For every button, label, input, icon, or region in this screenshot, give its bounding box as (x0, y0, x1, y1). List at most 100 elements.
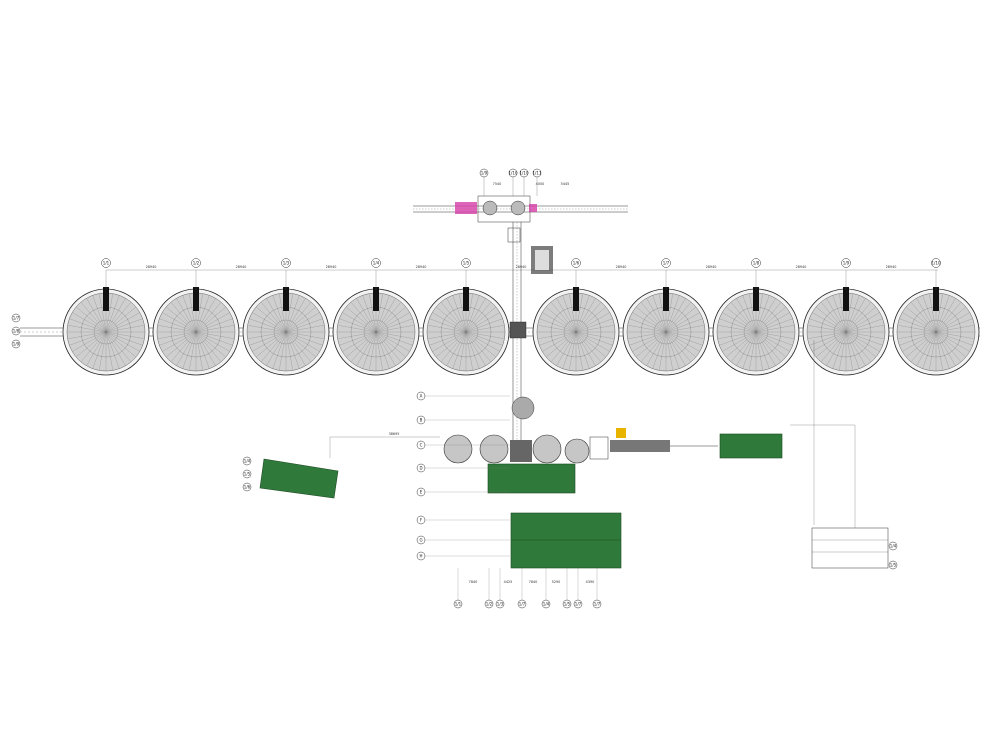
top-grid-bubble: 1/9 (479, 168, 489, 178)
silo (332, 270, 420, 376)
svg-text:1/4: 1/4 (890, 543, 897, 548)
svg-text:1/10: 1/10 (520, 170, 529, 175)
svg-text:1/5: 1/5 (463, 260, 470, 265)
top-dim-label: 7540 (493, 182, 502, 186)
svg-text:1/11: 1/11 (533, 170, 542, 175)
svg-text:1/3: 1/3 (497, 601, 504, 606)
top-grid-bubble: 1/11 (533, 168, 542, 178)
svg-text:1/9: 1/9 (13, 341, 20, 346)
left-building-dim-text: 38695 (389, 432, 400, 436)
top-grid-bubble: 1/10 (509, 168, 518, 178)
vertical-grid-bubble: H (416, 551, 426, 561)
svg-text:1/10: 1/10 (509, 170, 518, 175)
bottom-grid-bubble: 1/7 (573, 599, 583, 609)
svg-text:1/8: 1/8 (13, 328, 20, 333)
svg-text:1/2: 1/2 (193, 260, 200, 265)
top-grid-bubble: 1/10 (520, 168, 529, 178)
silo-grid-bubble: 1/8 (751, 258, 761, 268)
silo (802, 270, 890, 376)
round-tanks (443, 434, 590, 464)
svg-text:1/7: 1/7 (519, 601, 526, 606)
svg-text:1/4: 1/4 (373, 260, 380, 265)
right-building-bubble: 1/5 (888, 560, 898, 570)
svg-text:1/1: 1/1 (455, 601, 462, 606)
vertical-conveyor (509, 222, 535, 445)
left-grid-bubble: 1/8 (11, 326, 21, 336)
svg-text:1/6: 1/6 (573, 260, 580, 265)
svg-text:1/7: 1/7 (575, 601, 582, 606)
bottom-grid-bubble: 1/4 (541, 599, 551, 609)
svg-text:1/7: 1/7 (13, 315, 20, 320)
silo (152, 270, 240, 376)
vertical-grid-bubble: G (416, 535, 426, 545)
bottom-grid-bubble: 1/2 (484, 599, 494, 609)
silo-grid-bubble: 1/7 (661, 258, 671, 268)
side-building-labels: 1/41/51/6 (242, 456, 252, 492)
svg-text:F: F (420, 517, 423, 522)
silo (62, 270, 150, 376)
top-dim-label: 4000 (536, 182, 545, 186)
left-grid-bubble: 1/9 (11, 339, 21, 349)
svg-text:D: D (419, 465, 422, 470)
rail-receiving-area (413, 195, 628, 274)
silo (422, 270, 510, 376)
silo-grid-bubble: 1/4 (371, 258, 381, 268)
right-building-labels: 1/4 1/5 (888, 541, 898, 570)
svg-text:1/9: 1/9 (843, 260, 850, 265)
vertical-grid-bubble: A (416, 391, 426, 401)
silo-grid-bubble: 1/6 (571, 258, 581, 268)
silo-grid-bubble: 1/10 (931, 258, 941, 268)
svg-text:G: G (419, 537, 422, 542)
silo-spacing-label: 28940 (616, 265, 627, 269)
vertical-grid-labels: A B C D E F G H (416, 391, 510, 561)
bottom-dim-label: 7840 (529, 580, 538, 584)
bottom-grid-bubble: 1/3 (495, 599, 505, 609)
vertical-grid-bubble: B (416, 415, 426, 425)
silo-grid-bubble: 1/1 (101, 258, 111, 268)
silo-grid-labels: 1/1 1/2 1/3 1/4 1/5 1/6 1/7 1/8 1/9 1/10 (101, 258, 941, 268)
side-building-bubble: 1/6 (242, 482, 252, 492)
building-left (259, 458, 339, 499)
top-dimensions: 7540 4000 5445 (493, 182, 570, 186)
bottom-dim-label: 7840 (469, 580, 478, 584)
svg-text:H: H (419, 553, 422, 558)
svg-text:1/8: 1/8 (753, 260, 760, 265)
silo (712, 270, 800, 376)
silo (892, 270, 980, 376)
magenta-unloading-pit (455, 202, 477, 214)
vertical-grid-bubble: C (416, 440, 426, 450)
silo-spacing-label: 28940 (326, 265, 337, 269)
silo-grid-bubble: 1/2 (191, 258, 201, 268)
bottom-grid-bubble: 1/7 (592, 599, 602, 609)
svg-text:A: A (420, 393, 423, 398)
bottom-dim-label: 4425 (504, 580, 513, 584)
svg-text:1/3: 1/3 (283, 260, 290, 265)
silo (532, 270, 620, 376)
processing-line (589, 428, 718, 460)
svg-text:1/1: 1/1 (103, 260, 110, 265)
silo-row (62, 270, 980, 376)
building-center-lower (510, 512, 622, 569)
bottom-grid-bubble: 1/5 (562, 599, 572, 609)
vertical-grid-bubble: F (416, 515, 426, 525)
svg-text:1/5: 1/5 (244, 471, 251, 476)
silo-spacing-label: 28940 (146, 265, 157, 269)
svg-text:1/2: 1/2 (486, 601, 493, 606)
vertical-grid-bubble: D (416, 463, 426, 473)
left-building-dimension (329, 436, 440, 458)
svg-text:1/9: 1/9 (481, 170, 488, 175)
green-buildings (259, 433, 783, 569)
bottom-dim-label: 5290 (552, 580, 561, 584)
svg-text:B: B (420, 417, 423, 422)
top-dim-label: 5445 (561, 182, 570, 186)
silo (242, 270, 330, 376)
svg-text:1/6: 1/6 (244, 484, 251, 489)
svg-text:E: E (420, 489, 423, 494)
svg-text:1/7: 1/7 (594, 601, 601, 606)
bottom-dim-label: 4390 (586, 580, 595, 584)
bottom-grid-bubble: 1/7 (517, 599, 527, 609)
silo-spacing-label: 28940 (236, 265, 247, 269)
left-grid-labels: 1/7 1/8 1/9 (11, 313, 21, 349)
